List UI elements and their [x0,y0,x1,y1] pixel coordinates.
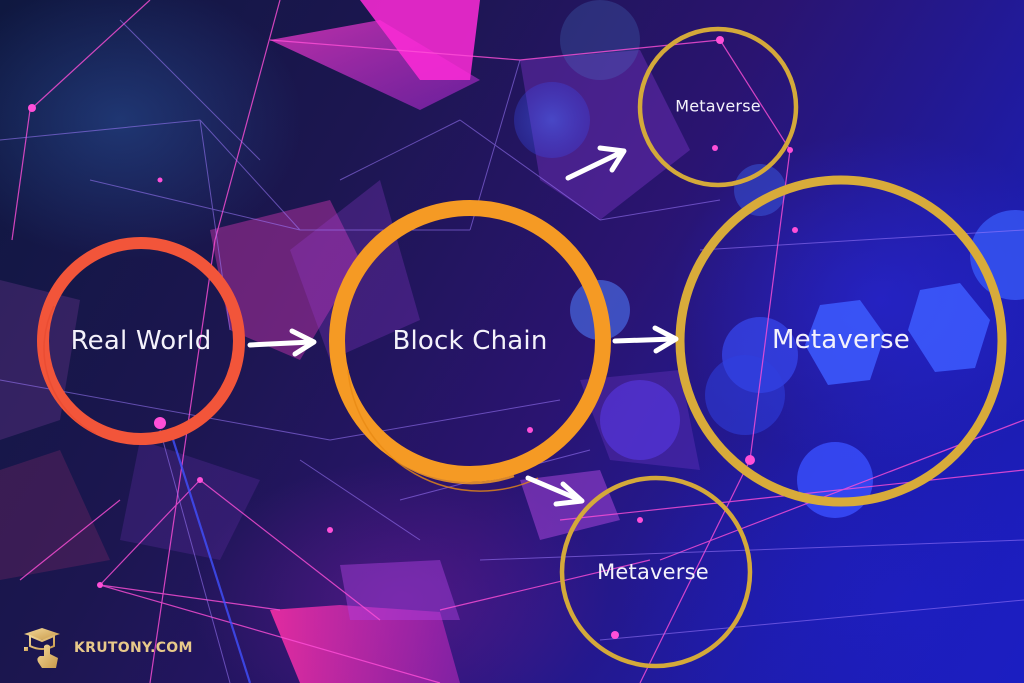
node-label-block-chain: Block Chain [392,326,548,356]
node-label-metaverse-bottom: Metaverse [597,560,709,584]
metaverse-bottom-ring [559,475,753,669]
arrow-blockchain-to-metaverse-main [612,325,679,354]
site-name: KRUTONY.COM [74,640,193,656]
metaverse-main-ring [675,175,1007,507]
brand-logo: KRUTONY.COM [22,626,193,670]
block-chain-ring [329,200,611,492]
metaverse-top-ring [637,26,799,188]
arrow-blockchain-to-metaverse-top [565,145,627,181]
arrow-realworld-to-blockchain [247,328,317,357]
node-label-metaverse-top: Metaverse [675,96,761,116]
real-world-ring [37,237,245,445]
graduation-cap-pointing-hand-icon [24,628,60,668]
node-label-metaverse-main: Metaverse [772,325,910,355]
arrow-blockchain-to-metaverse-bottom [525,475,585,507]
node-label-real-world: Real World [70,326,212,356]
